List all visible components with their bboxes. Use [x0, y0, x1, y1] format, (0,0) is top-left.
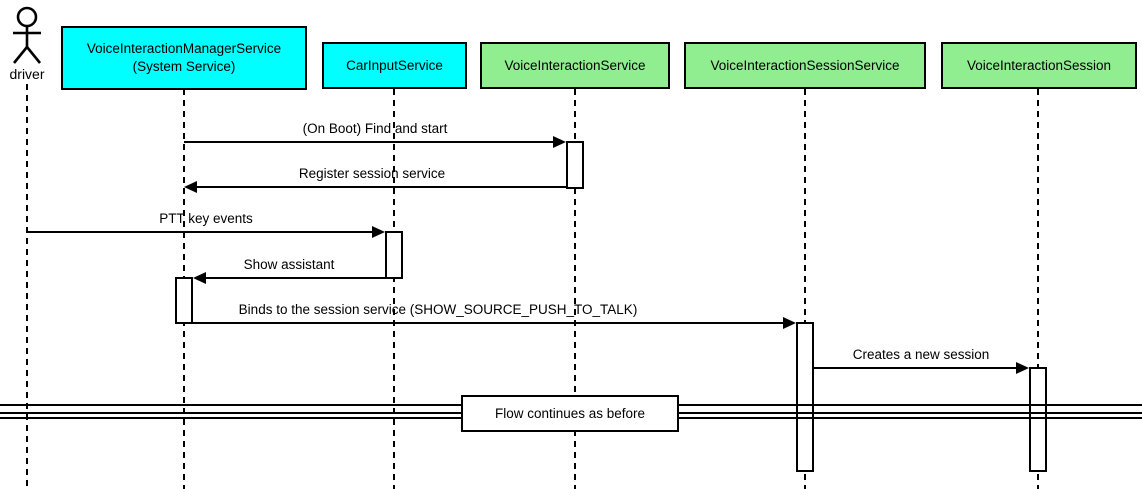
activation-car-input-service	[385, 231, 403, 279]
lifeline-driver	[26, 84, 28, 489]
actor-driver-label: driver	[9, 66, 45, 82]
lifeline-voice-interaction-session-service	[804, 89, 806, 489]
participant-voice-interaction-manager-service: VoiceInteractionManagerService (System S…	[61, 26, 307, 90]
participant-voice-interaction-service: VoiceInteractionService	[480, 42, 670, 89]
lifeline-car-input-service	[393, 89, 395, 489]
activation-voice-interaction-service	[566, 141, 584, 189]
arrowhead-right-icon	[372, 226, 385, 238]
divider-label-box: Flow continues as before	[461, 395, 679, 432]
message-label: Register session service	[298, 166, 446, 181]
message-label: Creates a new session	[852, 347, 990, 362]
activation-voice-interaction-session-service	[796, 322, 814, 472]
message-label: Show assistant	[243, 257, 335, 272]
person-icon	[12, 6, 42, 64]
participant-voice-interaction-session: VoiceInteractionSession	[941, 42, 1137, 89]
activation-voice-interaction-manager-service	[175, 277, 193, 324]
lifeline-voice-interaction-session	[1037, 89, 1039, 489]
arrowhead-right-icon	[783, 317, 796, 329]
participant-car-input-service: CarInputService	[322, 42, 467, 89]
arrowhead-left-icon	[193, 272, 206, 284]
arrowhead-right-icon	[553, 136, 566, 148]
message-line	[193, 322, 783, 324]
message-line	[206, 277, 385, 279]
message-label: (On Boot) Find and start	[302, 121, 448, 136]
divider-label: Flow continues as before	[494, 406, 646, 421]
arrowhead-right-icon	[1016, 362, 1029, 374]
message-line	[27, 231, 372, 233]
activation-voice-interaction-session	[1029, 367, 1047, 472]
message-line	[814, 367, 1016, 369]
message-line	[184, 141, 553, 143]
message-line	[197, 186, 566, 188]
lifeline-voice-interaction-service	[574, 89, 576, 489]
message-label: Binds to the session service (SHOW_SOURC…	[238, 302, 638, 317]
arrowhead-left-icon	[184, 181, 197, 193]
message-label: PTT key events	[159, 211, 253, 226]
participant-voice-interaction-session-service: VoiceInteractionSessionService	[684, 42, 926, 89]
